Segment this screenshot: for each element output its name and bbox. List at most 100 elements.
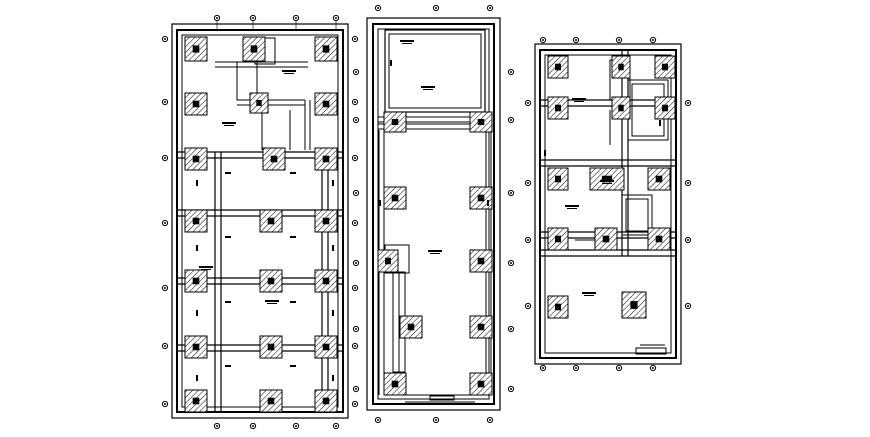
- column-core: [192, 217, 200, 225]
- room-label-mark: [222, 122, 236, 124]
- plan-left: [161, 14, 359, 430]
- stair-block-inner: [625, 198, 649, 232]
- grid-marker-dot: [652, 367, 654, 369]
- grid-marker-dot: [687, 182, 689, 184]
- grid-marker-dot: [335, 425, 337, 427]
- room-label-mark: [600, 180, 614, 182]
- threshold: [429, 395, 455, 401]
- column-core: [391, 380, 399, 388]
- grid-marker-dot: [164, 403, 166, 405]
- dimension-tick: [225, 236, 231, 238]
- column-core: [477, 119, 485, 125]
- room-label-mark: [267, 303, 277, 304]
- grid-marker-dot: [335, 17, 337, 19]
- grid-marker-dot: [435, 7, 437, 9]
- dimension-tick: [332, 245, 334, 251]
- room-label-mark: [584, 295, 594, 296]
- column-core: [407, 323, 415, 331]
- outer-wall: [372, 23, 495, 405]
- grid-marker-dot: [355, 71, 357, 73]
- column-core: [192, 155, 200, 163]
- column-core: [618, 104, 624, 112]
- column-core: [662, 63, 668, 71]
- grid-marker-dot: [164, 101, 166, 103]
- column-core: [618, 63, 624, 71]
- grid-marker-dot: [510, 388, 512, 390]
- room-label-mark: [574, 101, 584, 102]
- dimension-tick: [196, 180, 198, 186]
- dimension-tick: [659, 120, 661, 126]
- column-core: [477, 257, 485, 265]
- stair-block: [621, 194, 653, 236]
- column-core: [477, 194, 485, 202]
- column-core: [267, 217, 275, 225]
- column-core: [322, 100, 330, 108]
- upper-room-inner: [388, 33, 482, 109]
- outer-dimension-frame: [534, 43, 682, 365]
- grid-marker-dot: [687, 305, 689, 307]
- grid-marker-dot: [377, 419, 379, 421]
- grid-marker-dot: [542, 367, 544, 369]
- column-core: [630, 301, 638, 309]
- dimension-tick: [332, 375, 334, 381]
- dimension-tick: [196, 375, 198, 381]
- column-core: [555, 175, 561, 183]
- room-label-mark: [567, 208, 577, 209]
- stair-block: [236, 61, 258, 101]
- grid-marker-dot: [575, 39, 577, 41]
- room-label-mark: [428, 250, 442, 252]
- room-label-mark: [265, 300, 279, 302]
- grid-marker-dot: [489, 419, 491, 421]
- grid-marker-dot: [164, 345, 166, 347]
- column-core: [192, 397, 200, 405]
- grid-marker-dot: [687, 239, 689, 241]
- column-core: [391, 194, 399, 202]
- dimension-tick: [290, 365, 296, 367]
- grid-marker-dot: [164, 157, 166, 159]
- room-label-mark: [402, 43, 412, 44]
- column-core: [555, 104, 561, 112]
- column-core: [192, 343, 200, 351]
- dimension-tick: [225, 365, 231, 367]
- dimension-tick: [544, 150, 546, 156]
- grid-marker-dot: [687, 102, 689, 104]
- room-label-mark: [224, 125, 234, 126]
- grid-marker-dot: [377, 7, 379, 9]
- column-core: [655, 235, 663, 243]
- column-core: [250, 45, 258, 53]
- room-label-mark: [430, 253, 440, 254]
- grid-marker-dot: [355, 388, 357, 390]
- grid-marker-dot: [295, 17, 297, 19]
- grid-marker-dot: [618, 39, 620, 41]
- dimension-tick: [225, 301, 231, 303]
- column-core: [322, 277, 330, 285]
- room-label-mark: [284, 73, 294, 74]
- dimension-tick: [290, 236, 296, 238]
- column-core: [192, 45, 200, 53]
- column-core: [555, 303, 561, 311]
- column-core: [662, 104, 668, 112]
- column-core: [322, 217, 330, 225]
- dimension-tick: [225, 172, 231, 174]
- grid-marker-dot: [510, 119, 512, 121]
- column-core: [192, 100, 200, 108]
- column-core: [391, 119, 399, 125]
- grid-marker-dot: [510, 192, 512, 194]
- grid-marker-dot: [575, 367, 577, 369]
- room-label-mark: [421, 86, 435, 88]
- grid-marker-dot: [354, 222, 356, 224]
- column-core: [477, 380, 485, 388]
- column-core: [256, 100, 262, 106]
- room-label-mark: [400, 40, 414, 42]
- grid-marker-dot: [489, 7, 491, 9]
- grid-marker-dot: [216, 425, 218, 427]
- column-core: [270, 155, 278, 163]
- dimension-tick: [290, 172, 296, 174]
- column-core: [477, 323, 485, 331]
- dimension-tick: [196, 245, 198, 251]
- grid-marker-dot: [354, 403, 356, 405]
- grid-marker-dot: [510, 262, 512, 264]
- grid-marker-dot: [542, 39, 544, 41]
- outer-dimension-frame: [366, 17, 501, 411]
